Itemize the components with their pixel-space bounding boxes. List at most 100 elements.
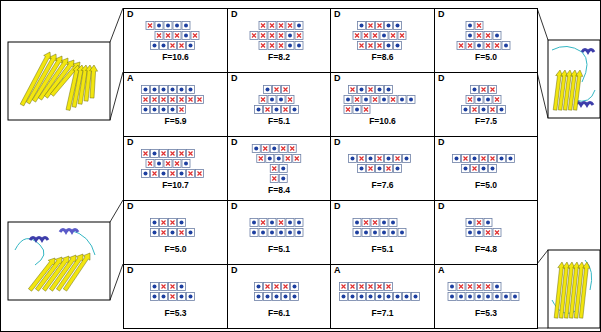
residue-box [259, 219, 267, 227]
polar-mark [180, 88, 184, 92]
residue-box [151, 219, 159, 227]
polar-mark [346, 98, 350, 102]
hydrophobic-mark [261, 34, 265, 38]
polar-mark [387, 24, 391, 28]
residue-box [282, 283, 290, 291]
alpha-helix [582, 50, 594, 53]
residue-box [151, 86, 159, 94]
residue-box [484, 96, 492, 104]
residue-box [151, 42, 159, 50]
residue-box [371, 229, 379, 237]
polar-mark [184, 34, 188, 38]
polar-mark [275, 108, 279, 112]
residue-box [191, 32, 199, 40]
free-energy-value: F=5.0 [124, 245, 227, 254]
residue-box [466, 22, 474, 30]
hydrophobic-mark [373, 221, 377, 225]
hydrophobic-mark [459, 285, 463, 289]
hydrophobic-mark [171, 285, 175, 289]
residue-box [187, 150, 195, 158]
residue-box [178, 42, 186, 50]
residue-box [268, 42, 276, 50]
state-letter: D [438, 10, 445, 19]
state-letter: D [438, 202, 445, 211]
residue-box [169, 293, 177, 301]
free-energy-value: F=10.6 [124, 53, 227, 62]
residue-box [293, 155, 301, 163]
residue-box [160, 219, 168, 227]
hydrophobic-mark [486, 285, 490, 289]
polar-mark [288, 231, 292, 235]
residue-box [151, 96, 159, 104]
residue-box [475, 229, 483, 237]
residue-box [196, 170, 204, 178]
hydrophobic-mark [266, 285, 270, 289]
hydrophobic-mark [464, 157, 468, 161]
polar-mark [175, 24, 179, 28]
leader-lines [110, 8, 548, 328]
residue-box [371, 96, 379, 104]
free-energy-value: F=5.9 [124, 117, 227, 126]
hydrophobic-mark [482, 157, 486, 161]
hydrophobic-mark [468, 285, 472, 289]
beta-strand [90, 65, 98, 98]
residue-box [493, 229, 501, 237]
residue-box [480, 106, 488, 114]
residue-box [164, 22, 172, 30]
hydrophobic-mark [266, 108, 270, 112]
table-cell: DF=5.1 [227, 200, 331, 265]
table-cell: DF=8.4 [227, 136, 331, 201]
residue-box [255, 106, 263, 114]
hydrophobic-mark [400, 34, 404, 38]
polar-mark [364, 98, 368, 102]
table-cell: DF=8.6 [330, 8, 435, 73]
hydrophobic-mark [270, 34, 274, 38]
hydrophobic-mark [261, 44, 265, 48]
residue-box [489, 155, 497, 163]
hydrophobic-mark [263, 147, 267, 151]
polar-mark [369, 295, 373, 299]
polar-mark [153, 285, 157, 289]
residue-box [142, 86, 150, 94]
polar-mark [387, 157, 391, 161]
polar-mark [297, 231, 301, 235]
polar-mark [162, 108, 166, 112]
hydrophobic-mark [166, 162, 170, 166]
residue-box [160, 106, 168, 114]
residue-box [380, 96, 388, 104]
polar-mark [281, 177, 285, 181]
state-letter: A [438, 266, 445, 275]
hydrophobic-mark [252, 34, 256, 38]
residue-box [160, 86, 168, 94]
residue-box [380, 229, 388, 237]
residue-box [493, 283, 501, 291]
polar-mark [378, 88, 382, 92]
hydrophobic-mark [148, 24, 152, 28]
residue-box [252, 145, 260, 153]
polar-mark [468, 295, 472, 299]
residue-box [376, 42, 384, 50]
free-energy-value: F=5.3 [435, 309, 537, 318]
residue-box [250, 32, 258, 40]
polar-mark [491, 167, 495, 171]
polar-mark [396, 44, 400, 48]
polar-mark [409, 98, 413, 102]
free-energy-value: F=5.3 [124, 309, 227, 318]
hydrophobic-mark [162, 98, 166, 102]
residue-box [155, 160, 163, 168]
hydrophobic-mark [171, 295, 175, 299]
hydrophobic-mark [378, 44, 382, 48]
residue-box [403, 155, 411, 163]
residue-box [484, 219, 492, 227]
free-energy-value: F=5.1 [228, 245, 330, 254]
residue-box [367, 165, 375, 173]
residue-box [151, 229, 159, 237]
polar-mark [254, 147, 258, 151]
hydrophobic-mark [473, 167, 477, 171]
polar-mark [153, 44, 157, 48]
polar-mark [482, 167, 486, 171]
residue-box [142, 170, 150, 178]
polar-mark [189, 295, 193, 299]
table-cell: DF=5.0 [123, 200, 228, 265]
residue-box [412, 293, 420, 301]
